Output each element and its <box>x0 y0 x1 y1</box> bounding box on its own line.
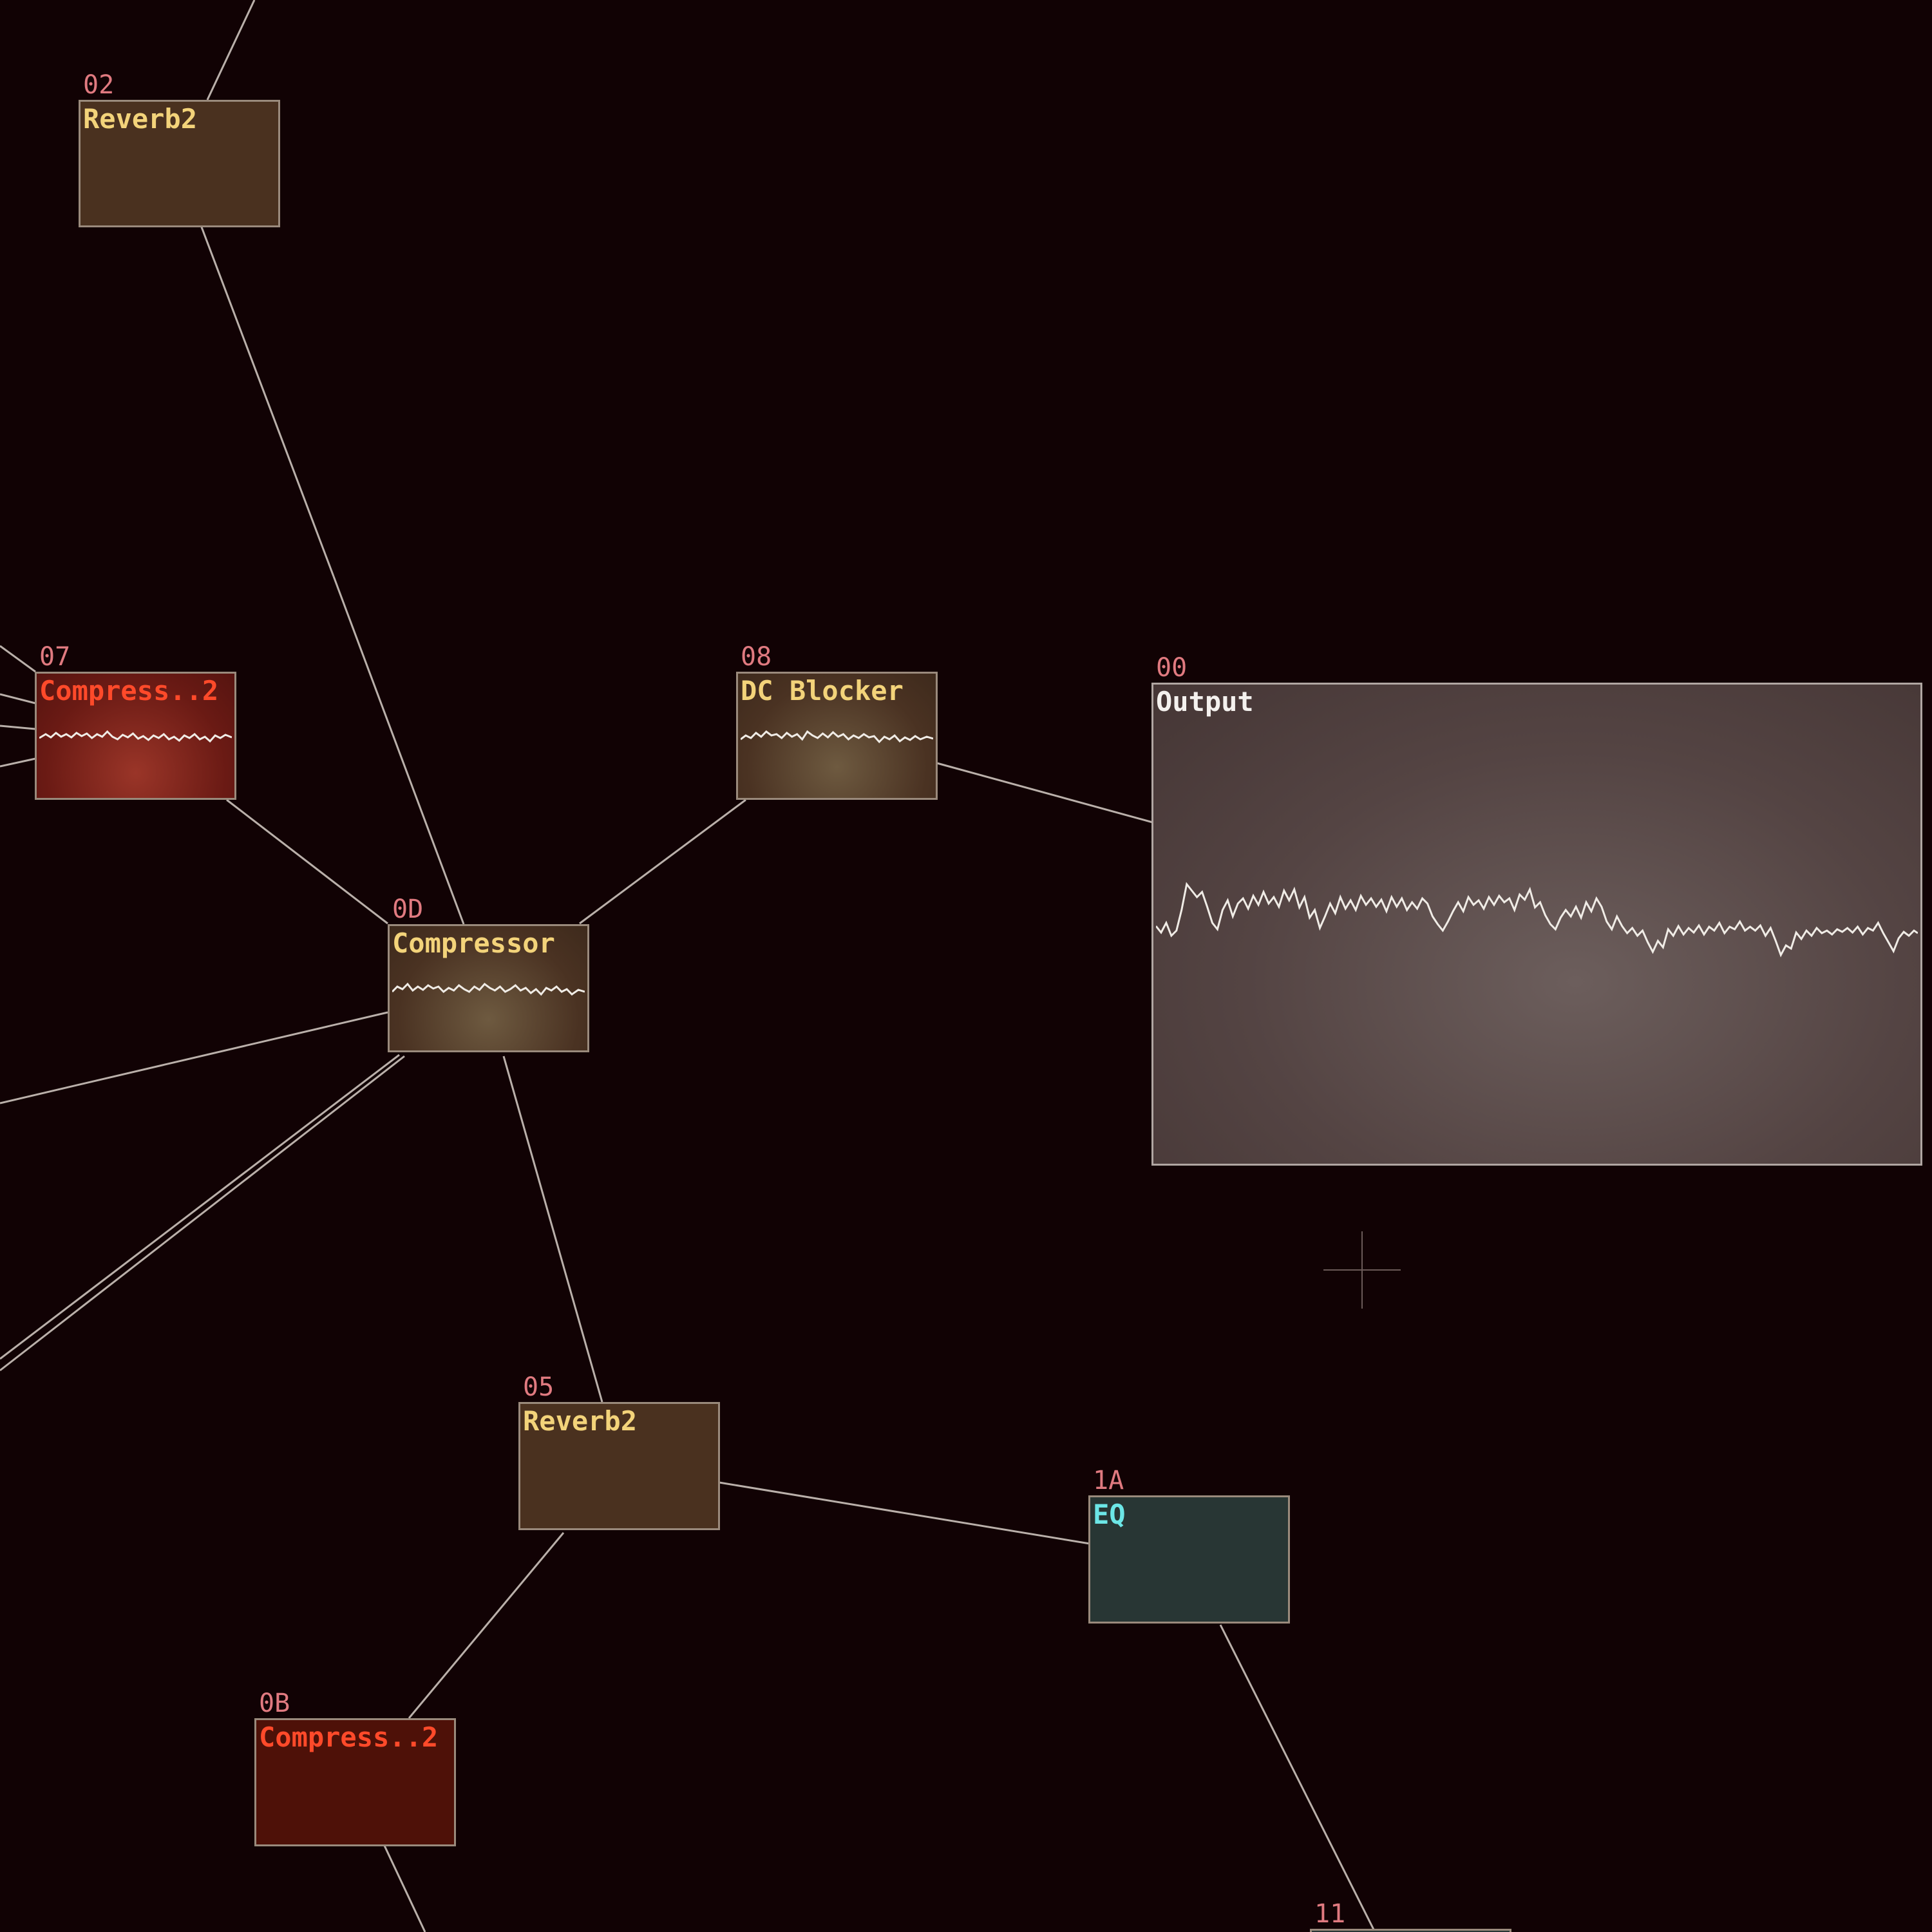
node-label: Reverb2 <box>523 1405 638 1437</box>
node-label: EQ <box>1093 1499 1126 1530</box>
connection-line <box>0 645 36 673</box>
connection-line <box>226 799 388 925</box>
node-reverb2-05[interactable]: 05 Reverb2 <box>518 1373 720 1530</box>
node-id: 05 <box>523 1372 554 1402</box>
node-label: Output <box>1156 686 1254 717</box>
connection-line <box>0 1011 388 1104</box>
connection-line <box>0 1054 400 1360</box>
connection-line <box>206 0 256 100</box>
connection-line <box>502 1056 603 1403</box>
node-label: Reverb2 <box>83 103 198 135</box>
node-dc-blocker-08[interactable]: 08 DC Blocker <box>736 643 938 800</box>
node-id: 07 <box>39 642 71 672</box>
connection-line <box>332 576 465 925</box>
node-id: 1A <box>1093 1466 1124 1495</box>
connection-line <box>200 225 335 577</box>
node-label: DC Blocker <box>741 675 904 706</box>
node-compressor-0d[interactable]: 0D Compressor <box>388 895 589 1052</box>
node-id: 0D <box>392 895 424 924</box>
waveform-preview <box>392 982 585 996</box>
node-id: 11 <box>1314 1899 1346 1929</box>
crosshair-cursor-icon <box>1323 1231 1401 1309</box>
node-label: Compressor <box>392 927 555 959</box>
connection-line <box>383 1845 426 1932</box>
connection-line <box>1219 1624 1376 1932</box>
connection-line <box>0 693 36 705</box>
connection-line <box>0 1055 405 1372</box>
node-output-00[interactable]: 00 Output <box>1151 654 1922 1166</box>
node-11[interactable]: 11 <box>1310 1900 1511 1932</box>
node-label: Compress..2 <box>259 1721 439 1753</box>
connection-line <box>408 1532 565 1719</box>
node-compressor2-07[interactable]: 07 Compress..2 <box>35 643 236 800</box>
node-id: 08 <box>741 642 772 672</box>
node-id: 0B <box>259 1689 290 1718</box>
node-reverb2-02[interactable]: 02 Reverb2 <box>79 71 280 227</box>
waveform-preview <box>39 730 232 743</box>
node-compressor2-0b[interactable]: 0B Compress..2 <box>254 1689 456 1846</box>
connection-line <box>0 757 36 768</box>
node-id: 00 <box>1156 653 1188 683</box>
connection-line <box>936 762 1153 824</box>
node-eq-1a[interactable]: 1A EQ <box>1088 1466 1290 1624</box>
output-waveform <box>1156 882 1918 958</box>
connection-line <box>579 799 746 925</box>
connection-line <box>719 1481 1090 1545</box>
connection-line <box>0 724 36 730</box>
node-id: 02 <box>83 70 115 100</box>
node-label: Compress..2 <box>39 675 219 706</box>
waveform-preview <box>741 730 933 744</box>
